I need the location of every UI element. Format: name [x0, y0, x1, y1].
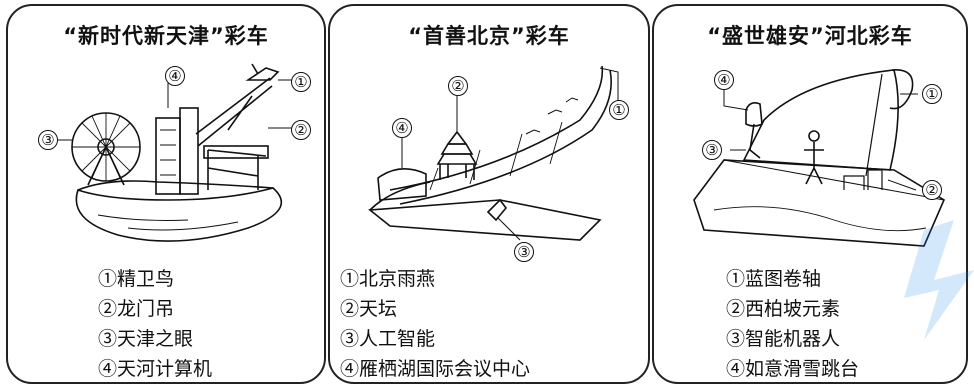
legend-item: ①北京雨燕 — [340, 268, 436, 290]
callout-2: ② — [291, 120, 311, 140]
legend-item: ③人工智能 — [340, 328, 436, 350]
callout-1: ① — [291, 72, 311, 92]
callout-1: ① — [922, 84, 942, 104]
tianjin-float-illustration — [58, 63, 294, 242]
xiongan-float-illustration — [693, 69, 946, 247]
callout-3: ③ — [514, 242, 534, 262]
legend-item: ①精卫鸟 — [98, 268, 175, 290]
legend-item: ②西柏坡元素 — [726, 298, 841, 320]
callout-1: ① — [609, 100, 629, 120]
legend-item: ③天津之眼 — [98, 328, 194, 350]
legend-item: ④天河计算机 — [98, 358, 213, 380]
callout-2: ② — [922, 180, 942, 200]
legend-beijing: ①北京雨燕 ②天坛 ③人工智能 ④雁栖湖国际会议中心 — [340, 264, 531, 382]
legend-item: ②天坛 — [340, 298, 398, 320]
panel-title: “盛世雄安”河北彩车 — [707, 24, 913, 48]
watermark-graphic — [904, 220, 974, 340]
panel-tianjin: “新时代新天津”彩车 — [6, 4, 326, 384]
panel-title: “新时代新天津”彩车 — [63, 24, 269, 48]
beijing-float-illustration — [367, 65, 619, 241]
callout-4: ④ — [392, 118, 412, 138]
callout-3: ③ — [702, 140, 722, 160]
legend-item: ③智能机器人 — [726, 328, 841, 350]
legend-item: ④雁栖湖国际会议中心 — [340, 358, 531, 380]
legend-tianjin: ①精卫鸟 ②龙门吊 ③天津之眼 ④天河计算机 — [98, 264, 213, 382]
legend-item: ④如意滑雪跳台 — [726, 358, 860, 380]
legend-xiongan: ①蓝图卷轴 ②西柏坡元素 ③智能机器人 ④如意滑雪跳台 — [726, 264, 860, 382]
callout-2: ② — [448, 76, 468, 96]
legend-item: ①蓝图卷轴 — [726, 268, 822, 290]
panel-xiongan: “盛世雄安”河北彩车 ① ② ③ ④ ①蓝图 — [652, 4, 968, 384]
legend-item: ②龙门吊 — [98, 298, 175, 320]
callout-3: ③ — [38, 130, 58, 150]
panel-title: “首善北京”彩车 — [408, 24, 570, 48]
callout-4: ④ — [165, 66, 185, 86]
callout-4: ④ — [714, 70, 734, 90]
panel-beijing: “首善北京”彩车 ① ② ③ — [328, 4, 650, 384]
